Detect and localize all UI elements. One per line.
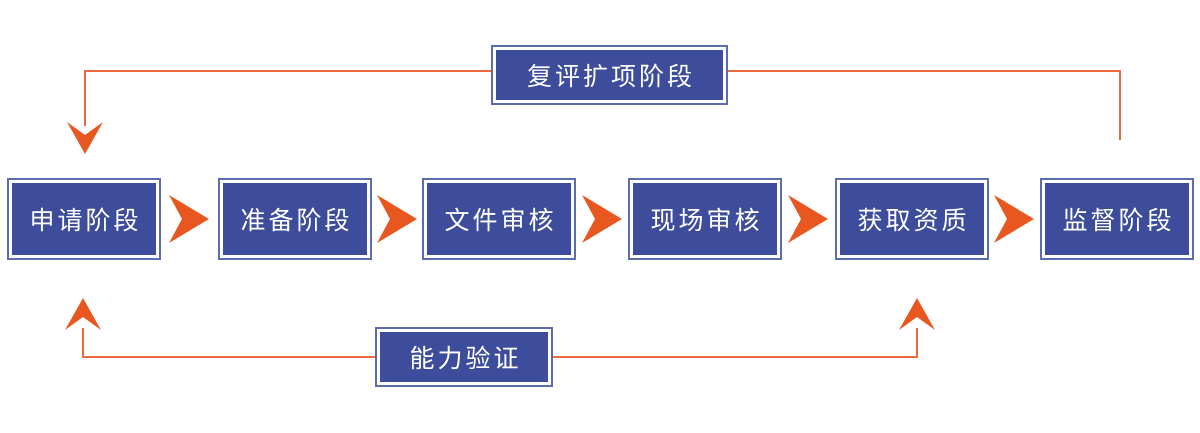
stage-box-supervision: 监督阶段	[1040, 178, 1194, 260]
stage-box-fill: 准备阶段	[223, 183, 367, 255]
stage-label: 文件审核	[444, 206, 557, 235]
stage-label: 申请阶段	[29, 206, 142, 235]
top-connector-right-vertical-line	[1119, 70, 1121, 140]
stage-label: 现场审核	[650, 206, 763, 235]
feedback-top-label: 复评扩项阶段	[526, 62, 695, 91]
stage-label: 准备阶段	[240, 206, 353, 235]
stage-box-obtain-qualification: 获取资质	[835, 178, 989, 260]
feedback-top-box: 复评扩项阶段	[491, 45, 728, 105]
chevron-right-icon	[169, 195, 209, 243]
chevron-right-icon	[377, 195, 417, 243]
stage-box-fill: 申请阶段	[12, 183, 156, 255]
stage-box-preparation: 准备阶段	[218, 178, 372, 260]
stage-label: 监督阶段	[1062, 206, 1175, 235]
feedback-bottom-box: 能力验证	[375, 327, 553, 387]
stage-box-fill: 获取资质	[840, 183, 984, 255]
stage-box-onsite-review: 现场审核	[628, 178, 782, 260]
chevron-right-icon	[994, 195, 1034, 243]
stage-box-fill: 监督阶段	[1045, 183, 1189, 255]
stage-label: 获取资质	[857, 206, 970, 235]
bottom-connector-left-vertical-line	[82, 328, 84, 358]
stage-box-application: 申请阶段	[7, 178, 161, 260]
bottom-connector-right-vertical-line	[916, 328, 918, 358]
arrow-up-icon	[899, 298, 935, 330]
arrow-down-icon	[67, 122, 103, 154]
stage-box-fill: 现场审核	[633, 183, 777, 255]
arrow-up-icon	[65, 298, 101, 330]
top-connector-left-vertical-line	[84, 70, 86, 126]
feedback-bottom-label: 能力验证	[409, 344, 522, 373]
feedback-bottom-box-fill: 能力验证	[380, 332, 548, 382]
chevron-right-icon	[582, 195, 622, 243]
stage-box-document-review: 文件审核	[422, 178, 576, 260]
stage-box-fill: 文件审核	[427, 183, 571, 255]
chevron-right-icon	[788, 195, 828, 243]
feedback-top-box-fill: 复评扩项阶段	[496, 50, 723, 100]
